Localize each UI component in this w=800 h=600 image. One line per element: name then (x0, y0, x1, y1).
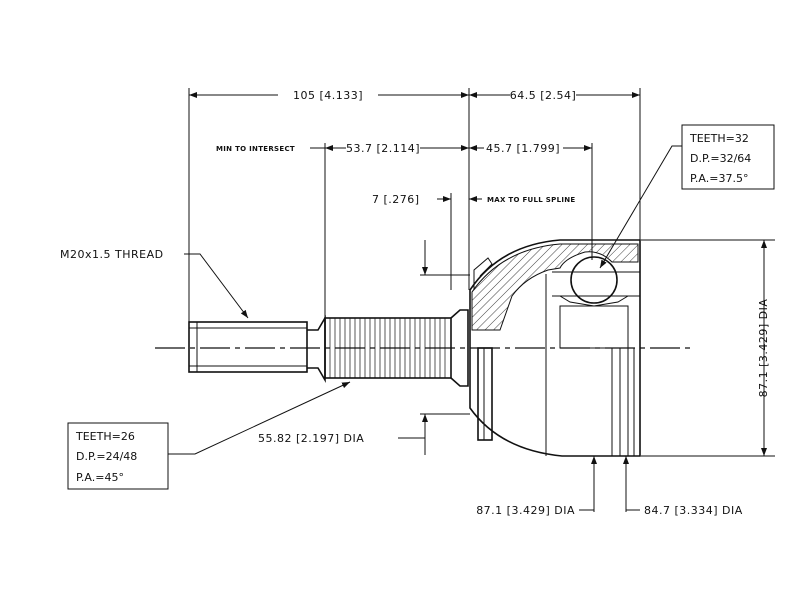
dim-overall-left: 105 [4.133] (293, 89, 363, 102)
dim-shaft-dia: 55.82 [2.197] DIA (258, 432, 364, 445)
dim-intersect-left: 53.7 [2.114] (346, 142, 420, 155)
spec-box-shaft: TEETH=26 D.P.=24/48 P.A.=45° (67, 422, 169, 490)
dim-overall-right: 64.5 [2.54] (510, 89, 577, 102)
dim-spline-offset: 7 [.276] (372, 193, 420, 206)
spec-box-outer: TEETH=32 D.P.=32/64 P.A.=37.5° (681, 124, 775, 190)
label-thread: M20x1.5 THREAD (60, 248, 164, 261)
bell-housing (469, 239, 641, 457)
spec-outer-teeth: TEETH=32 (689, 132, 749, 145)
spline-shaft (324, 317, 452, 379)
spec-outer-pa: P.A.=37.5° (690, 172, 748, 185)
dim-inner-dia: 84.7 [3.334] DIA (644, 504, 743, 517)
thread-stub (188, 321, 308, 373)
dimension-lines (189, 92, 767, 511)
leader-lines (168, 145, 682, 455)
dim-bell-outer-dia: 87.1 [3.429] DIA (476, 504, 575, 517)
cv-joint-part (188, 239, 641, 457)
label-min-to-intersect: MIN TO INTERSECT (216, 145, 295, 153)
spec-outer-dp: D.P.=32/64 (690, 152, 751, 165)
dim-intersect-right: 45.7 [1.799] (486, 142, 560, 155)
dim-bell-height-dia: 87.1 [3.429] DIA (757, 299, 770, 398)
spec-shaft-teeth: TEETH=26 (75, 430, 135, 443)
spec-shaft-pa: P.A.=45° (76, 471, 124, 484)
ball (570, 256, 618, 304)
label-max-to-full-spline: MAX TO FULL SPLINE (487, 196, 575, 204)
inner-race (559, 305, 629, 349)
bell-section-hatch (471, 243, 639, 331)
spline-teeth (329, 318, 446, 378)
spec-shaft-dp: D.P.=24/48 (76, 450, 137, 463)
